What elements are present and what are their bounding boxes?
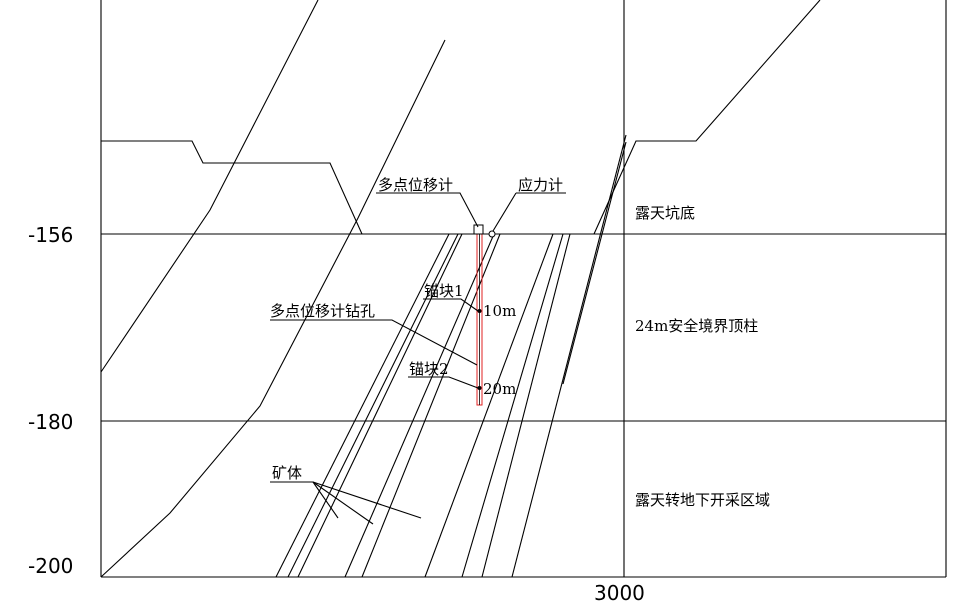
pit-profile (101, 0, 821, 235)
label-orebody: 矿体 (272, 464, 302, 482)
label-depth-20m: 20m (483, 380, 516, 398)
anchor-1-point (477, 309, 482, 313)
displacement-meter-head (473, 224, 484, 235)
stress-meter-symbol (488, 230, 496, 238)
label-anchor-1: 锚块1 (424, 282, 464, 300)
geology-lines (100, 0, 627, 578)
label-anchor-2: 锚块2 (409, 360, 449, 378)
zone-label-transition: 露天转地下开采区域 (635, 491, 770, 509)
zone-label-pit-bottom: 露天坑底 (635, 204, 695, 222)
borehole-group (473, 224, 496, 406)
label-stress-meter: 应力计 (518, 176, 563, 194)
x-tick-label: 3000 (594, 581, 645, 605)
frame (100, 0, 947, 578)
elevation-label-200: -200 (28, 554, 73, 578)
anchor-2-point (477, 386, 482, 390)
zone-label-pillar: 24m安全境界顶柱 (635, 317, 758, 335)
label-displacement-meter: 多点位移计 (378, 176, 453, 194)
elevation-label-156: -156 (28, 223, 73, 247)
leaders (270, 192, 566, 525)
label-depth-10m: 10m (483, 302, 516, 320)
elevation-label-180: -180 (28, 410, 73, 434)
label-borehole: 多点位移计钻孔 (270, 302, 375, 320)
